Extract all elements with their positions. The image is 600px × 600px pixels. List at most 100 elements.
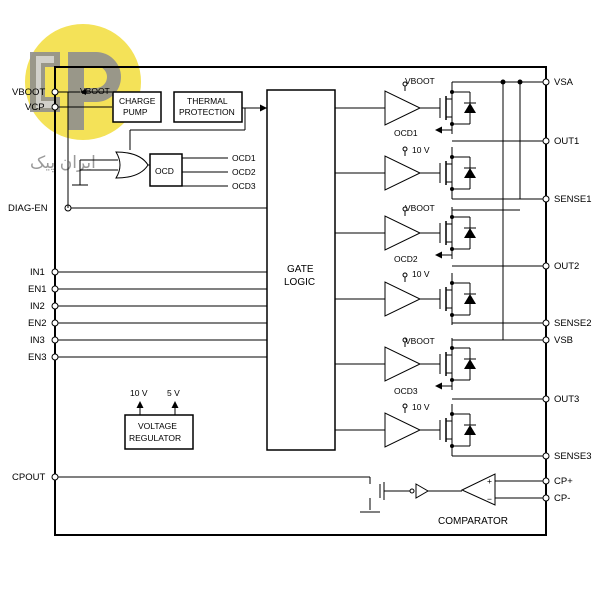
- pin-label-en1: EN1: [28, 284, 46, 295]
- vboot-inner-label: VBOOT: [80, 86, 110, 96]
- pin-vsb: [542, 336, 550, 344]
- left-pins: VBOOT VCP DIAG-EN IN1 EN1 IN2 EN2 IN3 EN…: [8, 87, 72, 483]
- supply-node-icon: [402, 403, 408, 409]
- pin-label-cp-minus: CP-: [554, 493, 570, 504]
- charge-pump-label-2: PUMP: [123, 107, 148, 117]
- gate-logic-label-1: GATE: [287, 264, 314, 275]
- pin-sense3: [542, 452, 550, 460]
- charge-pump-label-1: CHARGE: [119, 96, 156, 106]
- chip-outline: [54, 66, 547, 536]
- pin-label-vboot: VBOOT: [12, 87, 45, 98]
- ocd3-input-label: OCD3: [232, 181, 256, 191]
- supply-rails: [452, 81, 543, 457]
- pin-in1: [51, 268, 59, 276]
- comparator-plus-sign: +: [487, 476, 492, 486]
- body-diode-icon: [464, 359, 476, 369]
- ten-v-driver-4-label: 10 V: [412, 269, 430, 279]
- supply-node-icon: [402, 146, 408, 152]
- inverter-bubble-icon: [409, 488, 415, 494]
- junction-dot: [450, 155, 454, 159]
- driver-amp-icon: [384, 412, 422, 448]
- supply-node-icon: [402, 81, 408, 87]
- thermal-label-2: PROTECTION: [179, 107, 235, 117]
- ocd-label: OCD: [155, 166, 174, 176]
- body-diode-icon: [464, 228, 476, 238]
- junction-dot: [450, 187, 454, 191]
- pin-label-vcp: VCP: [25, 102, 45, 113]
- supply-node-icon: [402, 337, 408, 343]
- pin-vboot: [51, 88, 59, 96]
- pin-out3: [542, 395, 550, 403]
- pin-out2: [542, 262, 550, 270]
- pin-label-en2: EN2: [28, 318, 46, 329]
- comparator-icon: [460, 473, 496, 506]
- pin-label-sense1: SENSE1: [554, 194, 592, 205]
- pin-cp-plus: [542, 477, 550, 485]
- pin-en3: [51, 353, 59, 361]
- ocd1-label: OCD1: [394, 128, 418, 138]
- pin-label-in1: IN1: [30, 267, 45, 278]
- ocd2-input-label: OCD2: [232, 167, 256, 177]
- reg-10v-label: 10 V: [130, 388, 148, 398]
- ten-v-driver-2-label: 10 V: [412, 145, 430, 155]
- ocd3-label: OCD3: [394, 386, 418, 396]
- pin-vcp: [51, 103, 59, 111]
- reg-5v-label: 5 V: [167, 388, 180, 398]
- vboot-arrow-icon: [80, 89, 86, 95]
- junction-dot: [450, 122, 454, 126]
- junction-dot: [450, 412, 454, 416]
- junction-dot: [450, 247, 454, 251]
- charge-pump-block: [112, 91, 162, 123]
- thermal-label-1: THERMAL: [187, 96, 228, 106]
- driver-amp-icon: [384, 155, 422, 191]
- junction-dot: [500, 79, 506, 85]
- driver-amp-icon: [384, 346, 422, 382]
- pin-en1: [51, 285, 59, 293]
- pin-label-sense3: SENSE3: [554, 451, 592, 462]
- pin-label-vsa: VSA: [554, 77, 574, 88]
- pin-out1: [542, 137, 550, 145]
- junction-dot: [450, 90, 454, 94]
- pin-in3: [51, 336, 59, 344]
- voltage-regulator-block: [124, 414, 194, 450]
- input-wires: [58, 271, 267, 358]
- voltage-reg-label-2: REGULATOR: [129, 433, 181, 443]
- vboot-driver-3-label: VBOOT: [405, 203, 435, 213]
- ocd2-label: OCD2: [394, 254, 418, 264]
- pin-label-out2: OUT2: [554, 261, 579, 272]
- or-gate-icon: [115, 151, 149, 179]
- junction-dot: [450, 215, 454, 219]
- voltage-reg-label-1: VOLTAGE: [138, 421, 177, 431]
- comparator-label: COMPARATOR: [438, 516, 508, 527]
- pin-label-sense2: SENSE2: [554, 318, 592, 329]
- vboot-driver-1-label: VBOOT: [405, 76, 435, 86]
- junction-dot: [450, 281, 454, 285]
- driver-amp-icon: [384, 281, 422, 317]
- supply-node-icon: [402, 272, 408, 278]
- pin-label-vsb: VSB: [554, 335, 573, 346]
- pin-vsa: [542, 78, 550, 86]
- pin-label-out1: OUT1: [554, 136, 579, 147]
- buffer-icon: [415, 483, 429, 499]
- pin-cpout: [51, 473, 59, 481]
- ocd1-input-label: OCD1: [232, 153, 256, 163]
- pin-label-cpout: CPOUT: [12, 472, 45, 483]
- body-diode-icon: [464, 294, 476, 304]
- pin-label-cp-plus: CP+: [554, 476, 573, 487]
- body-diode-icon: [464, 168, 476, 178]
- comparator-section-wires: [58, 476, 543, 513]
- thermal-protection-block: [173, 91, 243, 123]
- pin-in2: [51, 302, 59, 310]
- pin-label-diag-en: DIAG-EN: [8, 203, 48, 214]
- junction-dot: [517, 79, 523, 85]
- junction-dot: [450, 346, 454, 350]
- body-diode-icon: [464, 103, 476, 113]
- junction-dot: [450, 313, 454, 317]
- pin-sense1: [542, 195, 550, 203]
- pin-en2: [51, 319, 59, 327]
- driver-amp-icon: [384, 90, 422, 126]
- ten-v-driver-6-label: 10 V: [412, 402, 430, 412]
- driver-stages: [335, 81, 476, 456]
- pin-label-en3: EN3: [28, 352, 46, 363]
